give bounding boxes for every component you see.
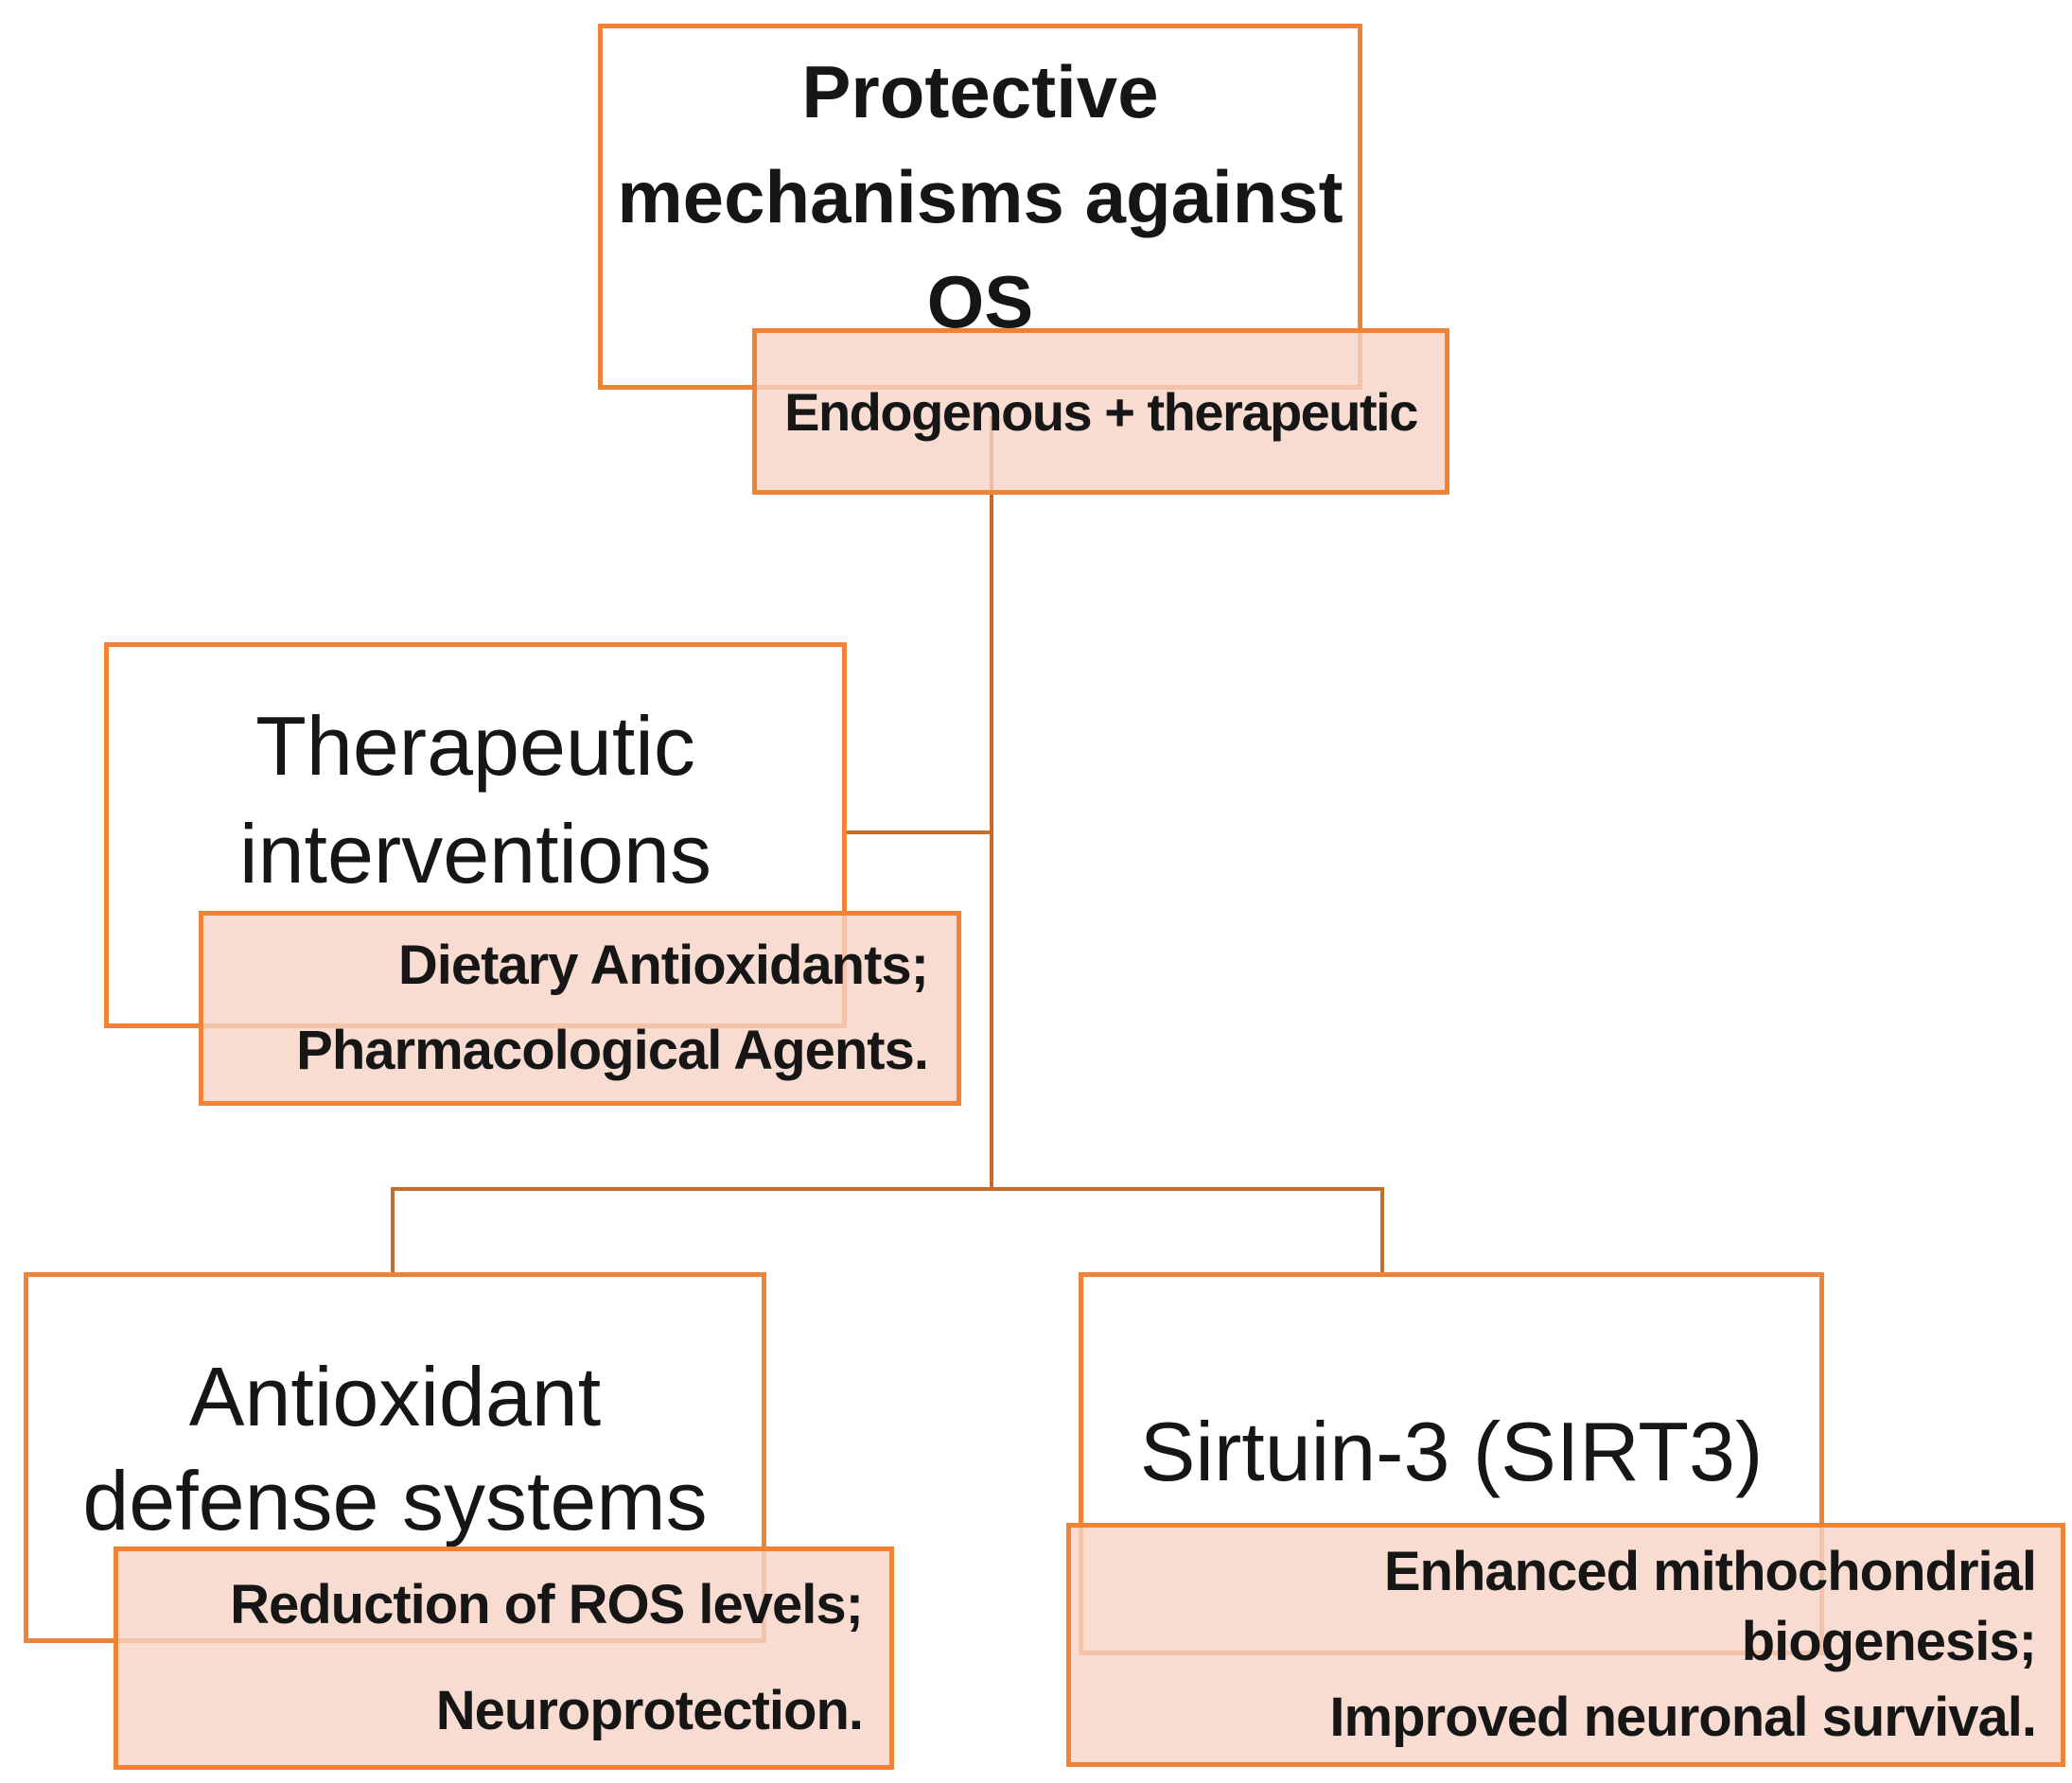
connector-branch-bar-line [391, 1187, 1384, 1191]
connector-antioxidant-drop-line [391, 1187, 395, 1276]
connector-root-vertical-line [990, 416, 993, 1189]
antioxidant-defense-title: Antioxidant defense systems [82, 1350, 708, 1547]
detail-pharmacological-agents: Pharmacological Agents. [296, 1019, 929, 1081]
therapeutic-interventions-details-box: Dietary Antioxidants; Pharmacological Ag… [199, 911, 961, 1106]
detail-dietary-antioxidants: Dietary Antioxidants; [397, 935, 929, 996]
detail-neuronal-survival: Improved neuronal survival. [1329, 1686, 2037, 1748]
antioxidant-defense-details-box: Reduction of ROS levels; Neuroprotection… [114, 1547, 894, 1770]
detail-neuroprotection: Neuroprotection. [435, 1679, 864, 1741]
root-node-subtitle: Endogenous + therapeutic [784, 381, 1418, 442]
sirtuin3-title: Sirtuin-3 (SIRT3) [1139, 1405, 1764, 1498]
root-node-subtitle-box: Endogenous + therapeutic [752, 328, 1449, 495]
connector-therapeutic-line [847, 830, 993, 834]
therapeutic-interventions-title: Therapeutic interventions [239, 699, 711, 901]
detail-mitochondrial-biogenesis: Enhanced mithochondrial biogenesis; [1383, 1541, 2037, 1673]
root-node-title: Protective mechanisms against OS [617, 50, 1343, 343]
detail-reduction-ros: Reduction of ROS levels; [230, 1574, 864, 1635]
sirtuin3-details-box: Enhanced mithochondrial biogenesis; Impr… [1066, 1523, 2065, 1767]
connector-sirtuin-drop-line [1380, 1187, 1384, 1276]
